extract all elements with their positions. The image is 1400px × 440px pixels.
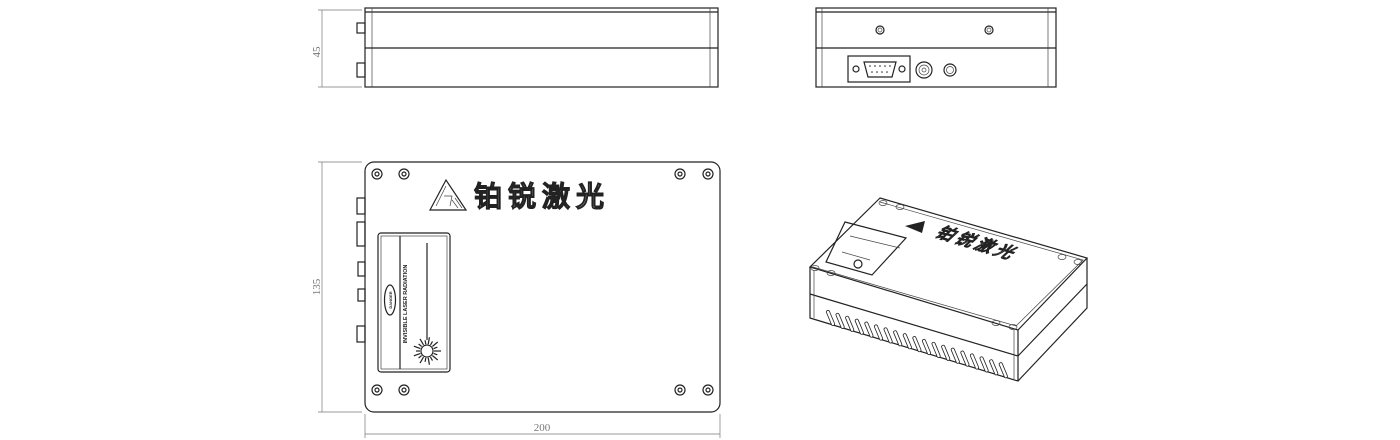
danger-badge: DANGER (388, 291, 393, 308)
jack-connector-icon[interactable] (943, 63, 957, 77)
db9-connector-icon[interactable] (847, 55, 911, 83)
brand-logo-icon (905, 221, 925, 233)
laser-warning-label: DANGER INVISIBLE LASER RADIATION (377, 232, 451, 373)
top-view: 135 200 铂锐激光 DANGER INVISIBLE LASER RADI… (311, 161, 721, 438)
connector-icon (356, 62, 366, 78)
screw-icon (398, 168, 410, 180)
screw-icon (674, 168, 686, 180)
screws (371, 168, 714, 396)
screws (810, 200, 1083, 330)
screw-icon (702, 384, 714, 396)
laser-starburst-icon (413, 337, 441, 365)
coax-connector-icon[interactable] (915, 61, 933, 79)
depth-dimension-label: 135 (311, 278, 323, 295)
screw-icon (398, 384, 410, 396)
brand-logo-icon (429, 178, 468, 211)
brand-name: 铂锐激光 (474, 180, 610, 213)
screw-icon (875, 25, 885, 35)
vent-slots (399, 55, 677, 83)
side-view: 45 (311, 7, 719, 88)
screw-icon (984, 25, 994, 35)
screw-icon (371, 168, 383, 180)
connector-icon (356, 197, 366, 343)
height-dimension-label: 45 (311, 46, 323, 58)
screw-icon (371, 384, 383, 396)
front-view (815, 7, 1057, 88)
warning-text: INVISIBLE LASER RADIATION (403, 265, 409, 344)
screw-icon (702, 168, 714, 180)
isometric-view: 铂锐激光 (808, 197, 1089, 382)
connector-icon (356, 22, 366, 34)
width-dimension-label: 200 (534, 422, 551, 434)
vent-slots (826, 310, 1008, 379)
screw-icon (674, 384, 686, 396)
laser-starburst-icon (853, 259, 863, 269)
laser-warning-label (825, 221, 908, 276)
